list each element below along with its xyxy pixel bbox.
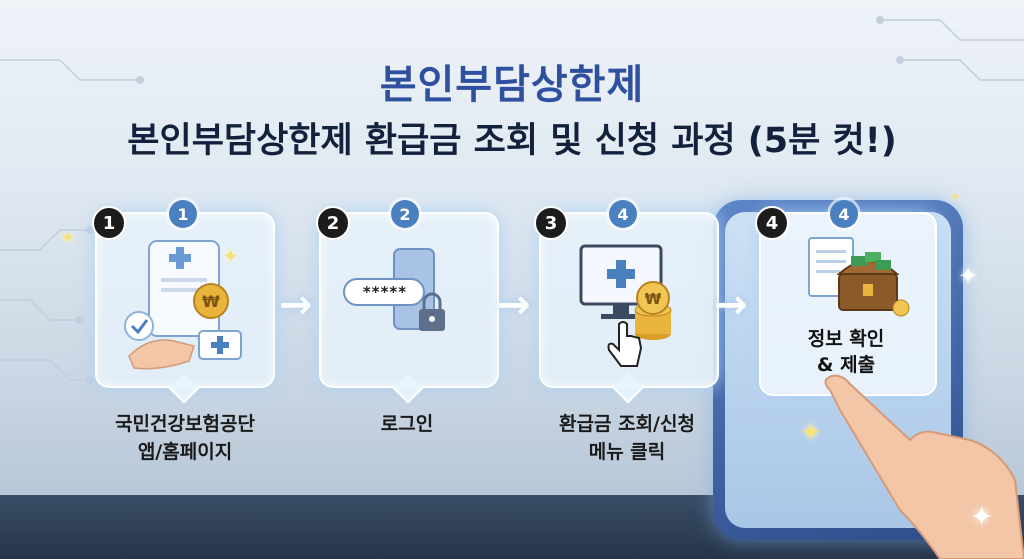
monitor-refund-icon: ₩ — [579, 244, 672, 367]
step-card-1: ₩ ✦ — [95, 212, 275, 404]
sparkle-icon: ✦ — [958, 262, 979, 290]
arrow-icon: → — [714, 282, 748, 328]
svg-text:₩: ₩ — [645, 290, 662, 308]
step-badge-4: 4 — [830, 200, 858, 228]
step-label-2: 로그인 — [380, 413, 434, 435]
sparkle-icon: ✦ — [970, 500, 994, 533]
arrow-icon: → — [497, 282, 531, 328]
sparkle-icon: ✦ — [222, 244, 239, 268]
arrow-icon: → — [279, 282, 313, 328]
page-subtitle: 본인부담상한제 환급금 조회 및 신청 과정 (5분 컷!) — [127, 121, 897, 161]
sparkle-icon: ✦ — [60, 228, 76, 249]
treasure-chest-icon — [808, 237, 910, 317]
step-number-2: 2 — [316, 206, 350, 240]
step-card-4 — [759, 212, 937, 396]
step-number-1: 1 — [92, 206, 126, 240]
step-badge-1: 1 — [169, 200, 197, 228]
login-icon — [343, 248, 445, 331]
step-card-2: ***** — [319, 212, 499, 404]
sparkle-icon: ✦ — [950, 190, 961, 204]
step-label-4: 정보 확인& 제출 — [807, 328, 885, 376]
svg-text:₩: ₩ — [202, 292, 220, 311]
pointing-hand-icon — [824, 374, 1024, 559]
step-number-4: 4 — [755, 206, 789, 240]
step-badge-3: 4 — [609, 200, 637, 228]
sparkle-icon: ✦ — [800, 418, 822, 448]
step-number-3: 3 — [534, 206, 568, 240]
password-mask: ***** — [362, 283, 408, 301]
step-card-3: ₩ — [539, 212, 719, 404]
page-title: 본인부담상한제 — [379, 62, 645, 108]
step-badge-2: 2 — [391, 200, 419, 228]
insurance-app-icon: ₩ — [124, 240, 242, 370]
